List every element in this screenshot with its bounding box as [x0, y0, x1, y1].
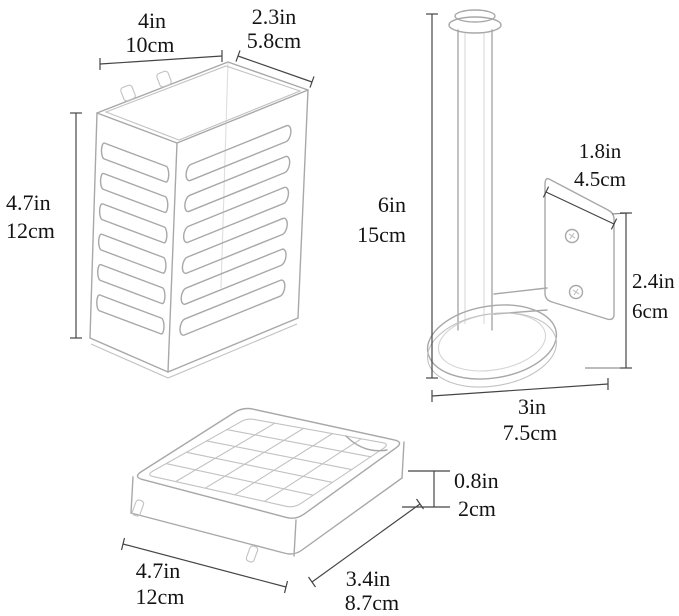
- basket-hook-tab: [156, 70, 172, 88]
- holder-height-cm: 15cm: [357, 222, 406, 247]
- tray-width-in: 4.7in: [136, 558, 181, 583]
- tray-grid: [165, 422, 371, 502]
- holder-drawing: [426, 9, 615, 388]
- bracket-height-in: 2.4in: [632, 269, 675, 293]
- base-width-in: 3in: [518, 394, 546, 419]
- basket-depth-in: 2.3in: [252, 4, 297, 29]
- screw-hole: [564, 228, 580, 244]
- dim-basket-width: 4in 10cm: [99, 8, 223, 70]
- dim-bracket-width: 1.8in 4.5cm: [542, 139, 626, 230]
- dim-tray-height: 0.8in 2cm: [402, 468, 499, 521]
- dim-basket-depth: 2.3in 5.8cm: [235, 4, 315, 88]
- tray-notch: [345, 435, 388, 452]
- basket-width-in: 4in: [138, 8, 166, 33]
- basket-drawing: [89, 61, 309, 379]
- basket-depth-cm: 5.8cm: [247, 28, 301, 53]
- bracket-width-cm: 4.5cm: [574, 167, 626, 191]
- tray-drawing: [130, 407, 405, 563]
- tray-foot-tab: [131, 499, 145, 517]
- basket-hook-tab: [120, 84, 136, 102]
- basket-front-slots: [97, 142, 169, 335]
- basket-width-cm: 10cm: [126, 32, 175, 57]
- basket-side-slots: [180, 124, 292, 337]
- basket-height-in: 4.7in: [6, 190, 51, 215]
- dim-tray-width: 4.7in 12cm: [120, 537, 289, 609]
- tray-depth-in: 3.4in: [346, 566, 391, 591]
- tray-height-cm: 2cm: [458, 496, 496, 521]
- base-width-cm: 7.5cm: [503, 420, 557, 445]
- dim-bracket-height: 2.4in 6cm: [585, 212, 675, 369]
- tray-height-in: 0.8in: [454, 468, 499, 493]
- wall-plate: [544, 177, 615, 321]
- dim-tray-depth: 3.4in 8.7cm: [308, 498, 424, 615]
- tray-width-cm: 12cm: [136, 584, 185, 609]
- tray-depth-cm: 8.7cm: [345, 590, 399, 615]
- bracket-height-cm: 6cm: [632, 299, 668, 323]
- dim-base-width: 3in 7.5cm: [431, 378, 609, 445]
- dim-basket-height: 4.7in 12cm: [6, 112, 82, 339]
- bracket-width-in: 1.8in: [579, 139, 622, 163]
- dim-holder-height: 6in 15cm: [357, 13, 438, 379]
- tray-foot-tab: [245, 545, 259, 563]
- basket-height-cm: 12cm: [6, 218, 55, 243]
- holder-height-in: 6in: [378, 192, 406, 217]
- screw-hole: [568, 284, 584, 300]
